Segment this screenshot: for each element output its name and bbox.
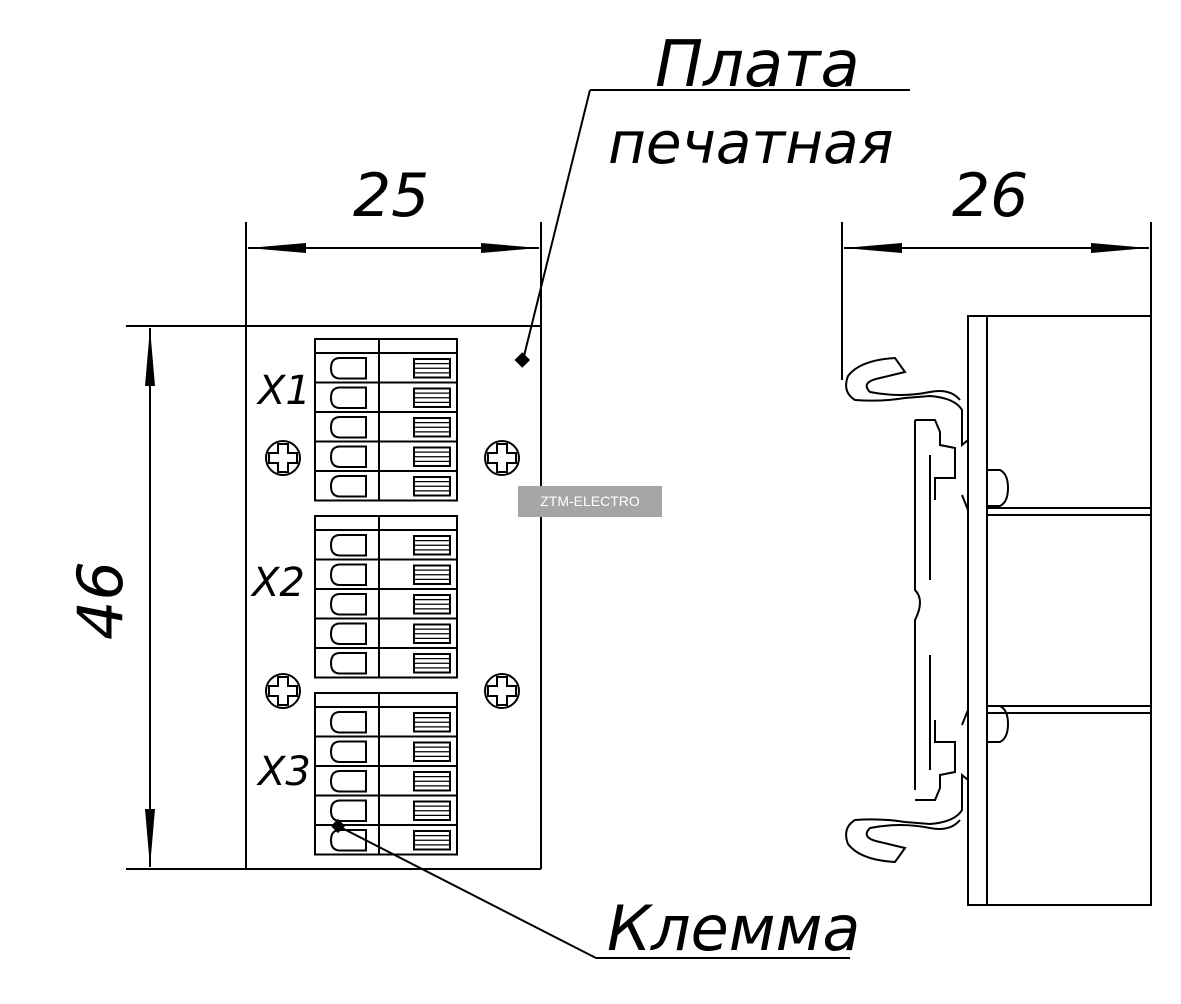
- terminal-block: [314, 692, 458, 856]
- terminal-clamp: [329, 386, 367, 409]
- terminal-clamp: [329, 416, 367, 439]
- watermark: ZTM-ELECTRO: [518, 486, 662, 517]
- pcb-label-line1: Плата: [655, 28, 860, 102]
- screw-icon: [265, 673, 301, 709]
- screw-icon: [484, 440, 520, 476]
- pcb-label-line2: печатная: [608, 109, 894, 177]
- terminal-block: [314, 338, 458, 502]
- terminal-clamp: [329, 563, 367, 586]
- terminal-clamp: [329, 711, 367, 734]
- terminal-clamp: [329, 534, 367, 557]
- terminal-block: [314, 515, 458, 679]
- leader-terminal: [337, 825, 850, 959]
- terminal-clamp: [329, 445, 367, 468]
- terminal-blocks: [314, 338, 458, 856]
- extension-lines: [126, 222, 1152, 870]
- terminal-label: Клемма: [607, 892, 860, 965]
- terminal-clamp: [329, 829, 367, 852]
- block-label-x3: X3: [256, 749, 311, 795]
- terminal-clamp: [329, 475, 367, 498]
- terminal-clamp: [329, 740, 367, 763]
- terminal-clamp: [329, 770, 367, 793]
- side-view: [845, 315, 1152, 906]
- terminal-clamp: [329, 622, 367, 645]
- terminal-clamp: [329, 593, 367, 616]
- terminal-clamp: [329, 652, 367, 675]
- terminal-clamp: [329, 357, 367, 380]
- dimension-depth-label: 26: [952, 161, 1028, 231]
- pcb-board: [245, 325, 542, 870]
- screw-icon: [484, 673, 520, 709]
- block-label-x2: X2: [250, 560, 305, 606]
- dimension-width-label: 25: [353, 161, 429, 231]
- screw-icon: [265, 440, 301, 476]
- dimension-height-label: 46: [64, 561, 137, 640]
- terminal-clamp: [329, 799, 367, 822]
- leader-dot-pcb: [514, 352, 531, 368]
- leader-pcb: [522, 89, 910, 361]
- block-label-x1: X1: [256, 368, 311, 414]
